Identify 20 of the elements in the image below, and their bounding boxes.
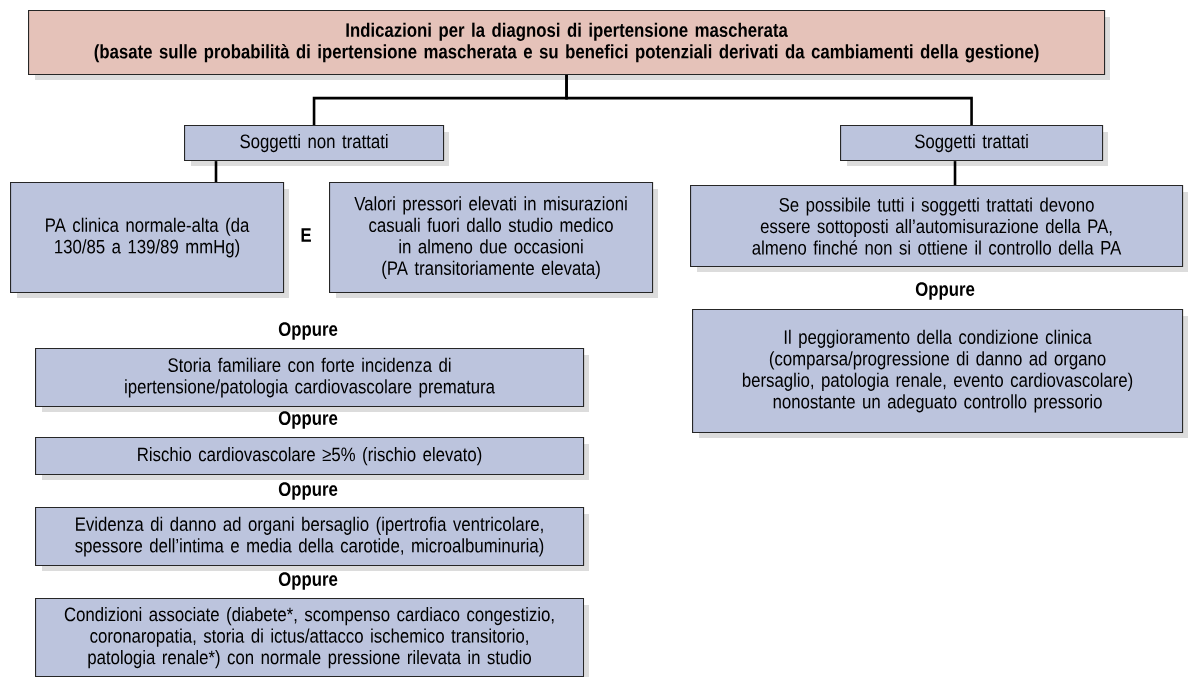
- criteria-box: Evidenza di danno ad organi bersaglio (ipertrofia ventricolare, spessore dell’intima e media della carotide, microalbuminuria): [35, 507, 589, 571]
- connector-line: [214, 161, 218, 182]
- criteria-box: Il peggioramento della condizione clinica (comparsa/progressione di danno ad organo bersaglio, patologia renale, evento cardiovascolare) nonostante un adeguato controllo pressorio: [692, 309, 1188, 438]
- criteria-box: PA clinica normale-alta (da 130/85 a 139/89 mmHg): [10, 182, 289, 298]
- connector-word: Oppure: [915, 282, 975, 300]
- title-box: Indicazioni per la diagnosi di ipertensione mascherata (basate sulle probabilità di ipertensione mascherata e su benefici potenziali derivati da cambiamenti della gestione): [28, 10, 1110, 80]
- connector-line: [953, 161, 957, 185]
- connector-word: Oppure: [278, 482, 338, 500]
- connector-word: Oppure: [278, 572, 338, 590]
- criteria-box: Se possibile tutti i soggetti trattati devono essere sottoposti all’automisurazione della PA, almeno finché non si ottiene il controllo della PA: [690, 185, 1188, 272]
- criteria-box: Rischio cardiovascolare ≥5% (rischio elevato): [35, 437, 589, 480]
- criteria-box: Soggetti non trattati: [184, 125, 449, 166]
- criteria-box: Storia familiare con forte incidenza di ipertensione/patologia cardiovascolare prematura: [35, 348, 589, 412]
- connector-word: Oppure: [278, 411, 338, 429]
- criteria-box: Valori pressori elevati in misurazioni casuali fuori dallo studio medico in almeno due occasioni (PA transitoriamente elevata): [329, 182, 658, 298]
- connector-word: Oppure: [278, 322, 338, 340]
- criteria-box: Condizioni associate (diabete*, scompenso cardiaco congestizio, coronaropatia, storia di ictus/attacco ischemico transitorio, patologia renale*) con normale pressione rilevata in studio: [35, 598, 589, 677]
- connector-word: E: [301, 228, 311, 242]
- criteria-box: Soggetti trattati: [840, 125, 1108, 166]
- connector-line: [565, 75, 973, 125]
